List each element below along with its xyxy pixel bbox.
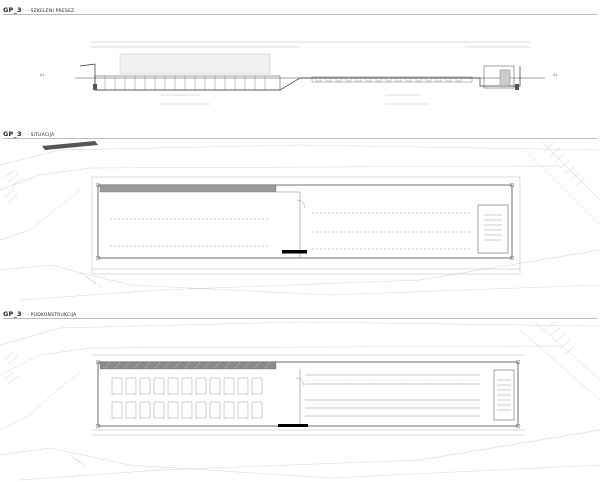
situation-name: - SITUACIJA xyxy=(27,133,55,138)
situation-plan-drawing xyxy=(0,139,600,301)
title-rule-1 xyxy=(3,14,597,15)
section-cut-title: GP_3 - SZKELÉNI PRESEZ xyxy=(3,6,74,14)
title-rule-3 xyxy=(3,318,597,319)
elevation-mark-left: 01 xyxy=(40,73,44,77)
situation-title: GP_3 - SITUACIJA xyxy=(3,130,54,138)
section-cut-drawing xyxy=(75,41,545,105)
sub-code: GP_3 xyxy=(3,310,22,318)
title-rule-2 xyxy=(3,138,597,139)
section-cut-name: - SZKELÉNI PRESEZ xyxy=(27,9,75,14)
elevation-mark-right: 01 xyxy=(553,73,557,77)
sub-name: - PODKONSTRUKCIJA xyxy=(27,313,77,318)
substructure-plan-drawing xyxy=(0,321,600,481)
section-cut-code: GP_3 xyxy=(3,6,22,14)
situation-code: GP_3 xyxy=(3,130,22,138)
sub-title: GP_3 - PODKONSTRUKCIJA xyxy=(3,310,76,318)
